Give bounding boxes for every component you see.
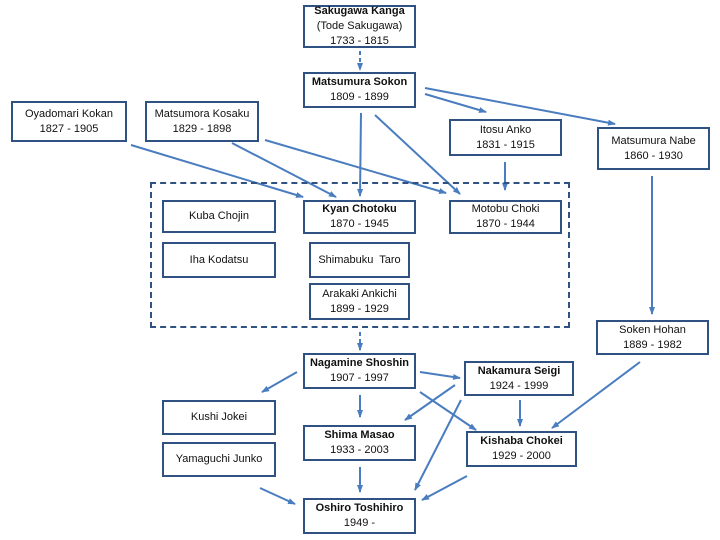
node-nagamine: Nagamine Shoshin 1907 - 1997	[303, 353, 416, 389]
node-name: Matsumora Kosaku	[154, 107, 250, 120]
node-name: Oshiro Toshihiro	[315, 502, 404, 514]
node-dates: 1933 - 2003	[330, 444, 389, 456]
node-oshiro: Oshiro Toshihiro 1949 -	[303, 498, 416, 534]
node-kishaba: Kishaba Chokei 1929 - 2000	[466, 431, 577, 467]
node-name: Itosu Anko	[479, 123, 532, 136]
node-dates: 1831 - 1915	[476, 138, 535, 151]
dashed-group-box	[150, 182, 570, 328]
node-name: Shimabuku Taro	[318, 253, 401, 266]
node-name: Sakugawa Kanga	[314, 5, 405, 17]
arrow-kishaba-to-oshiro	[421, 475, 468, 501]
node-dates: 1949 -	[343, 517, 376, 529]
node-dates: 1899 - 1929	[330, 302, 389, 315]
node-kuba: Kuba Chojin	[162, 200, 276, 233]
node-name: Kishaba Chokei	[480, 435, 563, 447]
node-oyadomari: Oyadomari Kokan 1827 - 1905	[11, 101, 127, 142]
node-shima: Shima Masao 1933 - 2003	[303, 425, 416, 461]
node-kushi: Kushi Jokei	[162, 400, 276, 435]
node-dates: 1889 - 1982	[623, 338, 682, 351]
node-dates: 1929 - 2000	[492, 450, 551, 462]
arrow-sokon-to-motobu	[374, 114, 461, 195]
node-nakamura: Nakamura Seigi 1924 - 1999	[464, 361, 574, 396]
node-name: Shima Masao	[324, 429, 395, 441]
arrow-nakamura-to-oshiro	[414, 399, 462, 491]
node-shimabuku: Shimabuku Taro	[309, 242, 410, 278]
node-alias: (Tode Sakugawa)	[316, 20, 403, 32]
node-name: Nagamine Shoshin	[309, 357, 410, 369]
arrow-nagamine-to-kishaba	[419, 391, 477, 431]
node-name: Oyadomari Kokan	[24, 107, 114, 120]
arrow-oyadomari-to-kyan	[130, 144, 304, 198]
node-name: Matsumura Sokon	[311, 76, 408, 88]
node-name: Kyan Chotoku	[322, 203, 397, 215]
node-kosaku: Matsumora Kosaku 1829 - 1898	[145, 101, 259, 142]
arrow-nagamine-to-nakamura	[419, 371, 461, 380]
node-motobu: Motobu Choki 1870 - 1944	[449, 200, 562, 234]
node-name: Yamaguchi Junko	[175, 453, 263, 465]
node-dates: 1907 - 1997	[330, 372, 389, 384]
node-soken: Soken Hohan 1889 - 1982	[596, 320, 709, 355]
node-arakaki: Arakaki Ankichi 1899 - 1929	[309, 283, 410, 320]
arrow-kosaku-to-kyan	[231, 142, 337, 198]
node-nabe: Matsumura Nabe 1860 - 1930	[597, 127, 710, 170]
node-name: Kushi Jokei	[190, 411, 248, 423]
node-name: Nakamura Seigi	[477, 364, 561, 377]
node-dates: 1860 - 1930	[624, 149, 683, 162]
arrow-sokon-to-itosu	[424, 93, 487, 113]
node-dates: 1924 - 1999	[489, 379, 549, 392]
node-name: Arakaki Ankichi	[322, 287, 397, 300]
node-dates: 1733 - 1815	[330, 35, 389, 47]
node-dates: 1870 - 1945	[330, 218, 389, 230]
arrow-nagamine-to-kushi	[261, 371, 298, 393]
node-iha: Iha Kodatsu	[162, 242, 276, 278]
arrow-kosaku-to-motobu	[264, 139, 447, 194]
node-sokon: Matsumura Sokon 1809 - 1899	[303, 72, 416, 108]
node-yamaguchi: Yamaguchi Junko	[162, 442, 276, 477]
node-name: Motobu Choki	[471, 203, 540, 215]
node-dates: 1809 - 1899	[330, 91, 389, 103]
arrow-soken-to-kishaba	[551, 361, 641, 429]
node-itosu: Itosu Anko 1831 - 1915	[449, 119, 562, 156]
node-sakugawa: Sakugawa Kanga (Tode Sakugawa) 1733 - 18…	[303, 5, 416, 48]
arrow-nakamura-to-shima	[404, 384, 456, 421]
node-name: Kuba Chojin	[189, 210, 249, 222]
arrow-sokon-to-nabe	[424, 87, 616, 126]
node-dates: 1829 - 1898	[172, 122, 232, 135]
node-dates: 1827 - 1905	[39, 122, 99, 135]
node-name: Matsumura Nabe	[611, 134, 696, 147]
node-dates: 1870 - 1944	[476, 218, 535, 230]
arrow-yamaguchi-to-oshiro	[259, 487, 296, 505]
node-name: Iha Kodatsu	[189, 253, 249, 266]
node-kyan: Kyan Chotoku 1870 - 1945	[303, 200, 416, 234]
node-name: Soken Hohan	[619, 323, 686, 336]
